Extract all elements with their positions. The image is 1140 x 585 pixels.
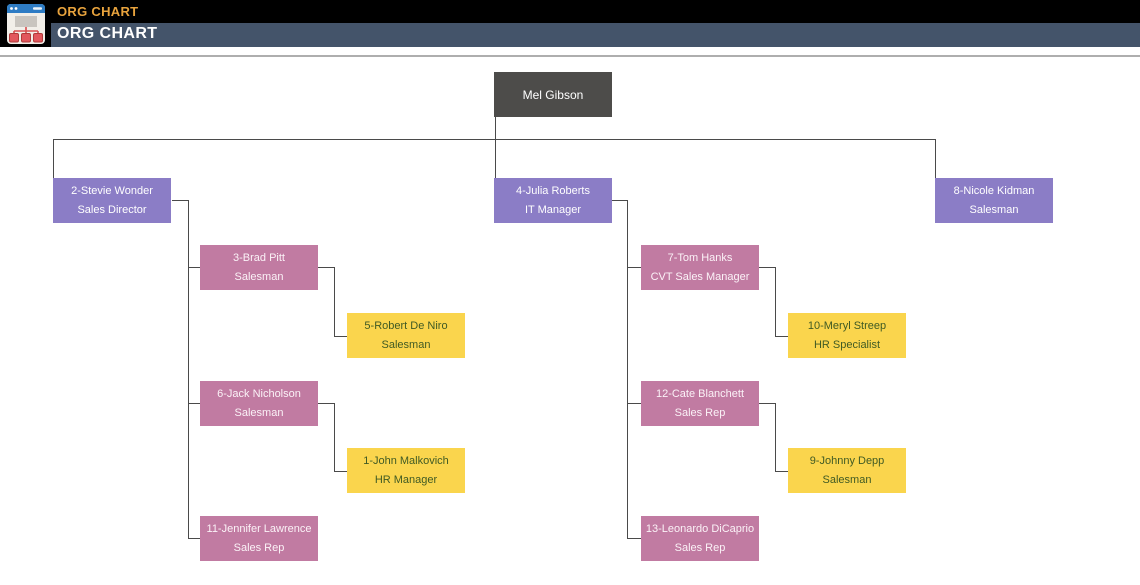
- node-title: Sales Director: [77, 204, 147, 216]
- connector-line: [775, 471, 788, 472]
- org-node-johnny-depp[interactable]: 9-Johnny Depp Salesman: [788, 448, 906, 493]
- node-name: 9-Johnny Depp: [809, 455, 885, 467]
- node-title: Salesman: [381, 339, 431, 351]
- connector-line: [935, 139, 936, 178]
- connector-line: [775, 336, 788, 337]
- node-title: Salesman: [234, 407, 284, 419]
- node-name: 12-Cate Blanchett: [655, 388, 745, 400]
- connector-line: [334, 336, 347, 337]
- page-title: ORG CHART: [57, 25, 158, 42]
- node-name: 11-Jennifer Lawrence: [206, 523, 312, 535]
- connector-line: [495, 117, 496, 179]
- connector-line: [317, 267, 334, 268]
- org-chart-app-icon: [0, 0, 51, 47]
- org-node-robert-de-niro[interactable]: 5-Robert De Niro Salesman: [347, 313, 465, 358]
- org-node-meryl-streep[interactable]: 10-Meryl Streep HR Specialist: [788, 313, 906, 358]
- node-title: IT Manager: [524, 204, 582, 216]
- window-title: ORG CHART: [57, 4, 139, 19]
- node-name: 5-Robert De Niro: [364, 320, 448, 332]
- node-title: HR Specialist: [813, 339, 881, 351]
- connector-line: [775, 403, 776, 471]
- connector-line: [188, 267, 200, 268]
- connector-line: [612, 200, 627, 201]
- connector-line: [172, 200, 188, 201]
- node-title: Sales Rep: [233, 542, 285, 554]
- node-title: Sales Rep: [674, 542, 726, 554]
- connector-line: [627, 200, 628, 538]
- node-title: Salesman: [234, 271, 284, 283]
- connector-line: [627, 403, 641, 404]
- node-name: 2-Stevie Wonder: [71, 185, 153, 197]
- window-title-bar: ORG CHART: [0, 0, 1140, 23]
- node-title: Sales Rep: [674, 407, 726, 419]
- org-node-nicole-kidman[interactable]: 8-Nicole Kidman Salesman: [935, 178, 1053, 223]
- node-name: 1-John Malkovich: [363, 455, 449, 467]
- connector-line: [758, 403, 775, 404]
- browser-org-chart-icon: [6, 3, 45, 44]
- node-title: Salesman: [822, 474, 872, 486]
- connector-line: [188, 538, 200, 539]
- org-node-cate-blanchett[interactable]: 12-Cate Blanchett Sales Rep: [641, 381, 759, 426]
- connector-line: [188, 200, 189, 538]
- org-node-leonardo-dicaprio[interactable]: 13-Leonardo DiCaprio Sales Rep: [641, 516, 759, 561]
- connector-line: [53, 139, 54, 178]
- node-title: HR Manager: [374, 474, 438, 486]
- app-title-bar: ORG CHART: [0, 23, 1140, 47]
- node-name: 3-Brad Pitt: [233, 252, 285, 264]
- node-name: 13-Leonardo DiCaprio: [645, 523, 755, 535]
- org-node-stevie-wonder[interactable]: 2-Stevie Wonder Sales Director: [53, 178, 171, 223]
- connector-line: [188, 403, 200, 404]
- org-node-mel-gibson[interactable]: Mel Gibson: [494, 72, 612, 117]
- org-node-john-malkovich[interactable]: 1-John Malkovich HR Manager: [347, 448, 465, 493]
- connector-line: [334, 471, 347, 472]
- node-name: 8-Nicole Kidman: [953, 185, 1035, 197]
- node-title: CVT Sales Manager: [650, 271, 750, 283]
- connector-line: [775, 267, 776, 336]
- connector-line: [758, 267, 775, 268]
- connector-line: [53, 139, 936, 140]
- node-name: 4-Julia Roberts: [516, 185, 590, 197]
- org-node-jennifer-lawrence[interactable]: 11-Jennifer Lawrence Sales Rep: [200, 516, 318, 561]
- connector-line: [627, 538, 641, 539]
- connector-line: [317, 403, 334, 404]
- org-node-brad-pitt[interactable]: 3-Brad Pitt Salesman: [200, 245, 318, 290]
- connector-line: [334, 403, 335, 471]
- connector-line: [334, 267, 335, 336]
- connector-line: [627, 267, 641, 268]
- node-title: Salesman: [969, 204, 1019, 216]
- node-name: 10-Meryl Streep: [807, 320, 887, 332]
- node-name: 6-Jack Nicholson: [217, 388, 301, 400]
- org-node-tom-hanks[interactable]: 7-Tom Hanks CVT Sales Manager: [641, 245, 759, 290]
- header-divider: [0, 55, 1140, 57]
- node-name: 7-Tom Hanks: [667, 252, 733, 264]
- node-name: Mel Gibson: [522, 87, 584, 102]
- org-node-jack-nicholson[interactable]: 6-Jack Nicholson Salesman: [200, 381, 318, 426]
- org-node-julia-roberts[interactable]: 4-Julia Roberts IT Manager: [494, 178, 612, 223]
